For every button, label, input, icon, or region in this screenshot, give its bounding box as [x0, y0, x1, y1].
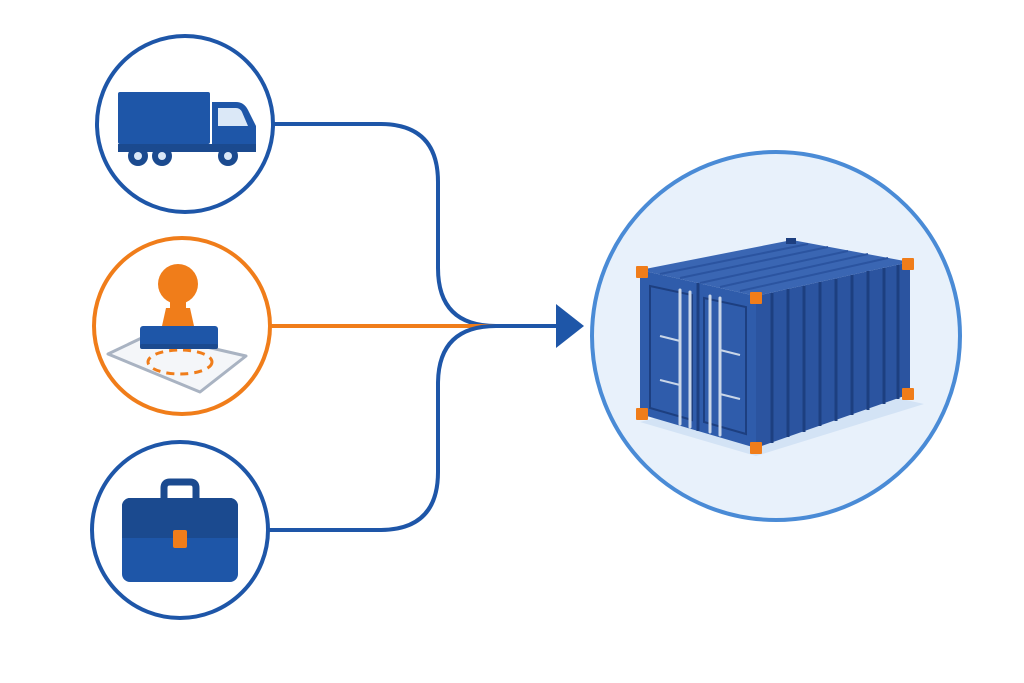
truck-icon: [118, 92, 256, 166]
connector-briefcase: [266, 324, 498, 532]
stamp-icon: [106, 264, 248, 394]
connectors: [266, 122, 584, 532]
connector-truck: [272, 122, 498, 328]
node-shipping: [590, 150, 962, 522]
briefcase-icon: [122, 478, 238, 582]
arrow-right-icon: [556, 304, 584, 348]
node-transport: [95, 34, 275, 214]
node-customs: [92, 236, 272, 416]
shipping-container-icon: [636, 238, 924, 456]
node-business: [90, 440, 270, 620]
